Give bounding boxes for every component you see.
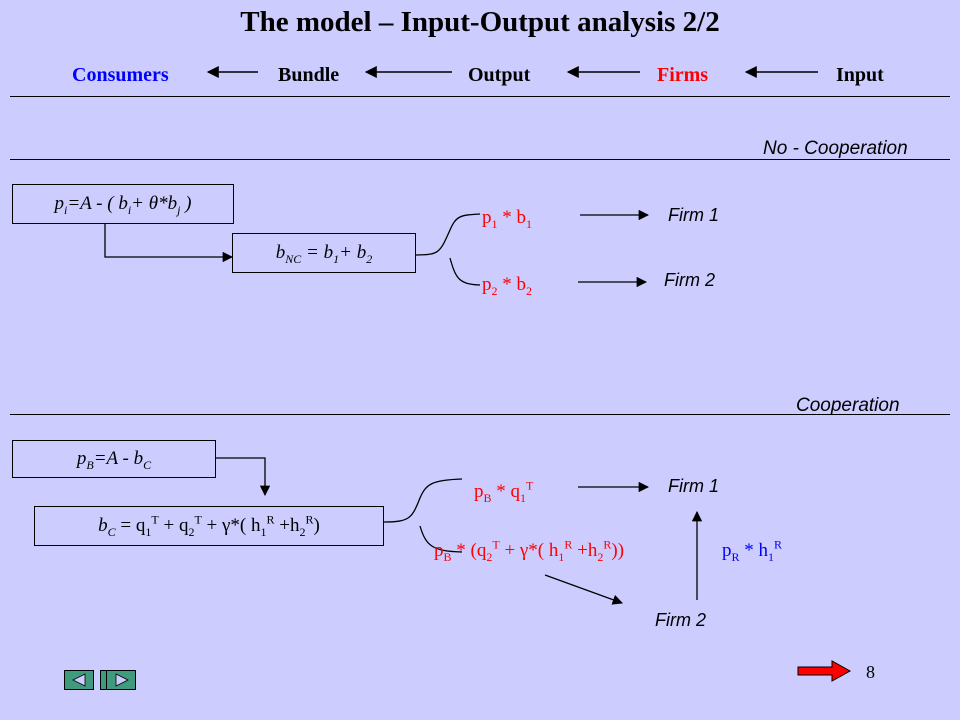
flow-output: Output: [468, 64, 531, 86]
firm1-label-nc: Firm 1: [668, 205, 719, 225]
page-title: The model – Input-Output analysis 2/2: [240, 6, 720, 38]
flow-input: Input: [836, 64, 884, 86]
bundle-box-coop: bC = q1T + q2T + γ*( h1R +h2R): [34, 506, 384, 546]
revenue-firm2-coop: pB * (q2T + γ*( h1R +h2R)): [434, 537, 625, 564]
brace-coop: [383, 478, 463, 553]
firm1-label-coop: Firm 1: [668, 476, 719, 496]
consumer-demand-box-coop: pB=A - bC: [12, 440, 216, 478]
cooperation-divider: [10, 414, 950, 415]
elbow-arrow-coop: [216, 457, 271, 497]
flow-consumers: Consumers: [72, 64, 169, 86]
revenue-firm1-coop: pB * q1T: [474, 478, 534, 505]
transfer-payment-coop: pR * h1R: [722, 537, 783, 564]
header-divider: [10, 96, 950, 97]
brace-nc: [415, 213, 481, 286]
cooperation-label: Cooperation: [796, 395, 900, 416]
consumer-demand-box-nc: pi=A - ( bi+ θ*bj ): [12, 184, 234, 224]
arrow-left-icon: [72, 673, 86, 687]
no-cooperation-label: No - Cooperation: [763, 138, 908, 159]
bundle-box-nc: bNC = b1+ b2: [232, 233, 416, 273]
arrow-coop-firm2: [544, 574, 623, 605]
next-slide-arrow-icon[interactable]: [796, 660, 852, 682]
flow-firms: Firms: [657, 64, 709, 86]
firm2-label-coop: Firm 2: [655, 610, 706, 630]
flow-bundle: Bundle: [278, 64, 340, 86]
nav-previous-button[interactable]: [64, 670, 94, 690]
revenue-firm2-nc: p2 * b2: [482, 274, 532, 298]
elbow-arrow-nc: [104, 224, 234, 263]
nav-next-button[interactable]: [106, 670, 136, 690]
no-cooperation-divider: [10, 159, 950, 160]
revenue-firm1-nc: p1 * b1: [482, 207, 532, 231]
arrow-right-icon: [115, 673, 129, 687]
firm2-label-nc: Firm 2: [664, 270, 715, 290]
page-number: 8: [866, 662, 875, 682]
